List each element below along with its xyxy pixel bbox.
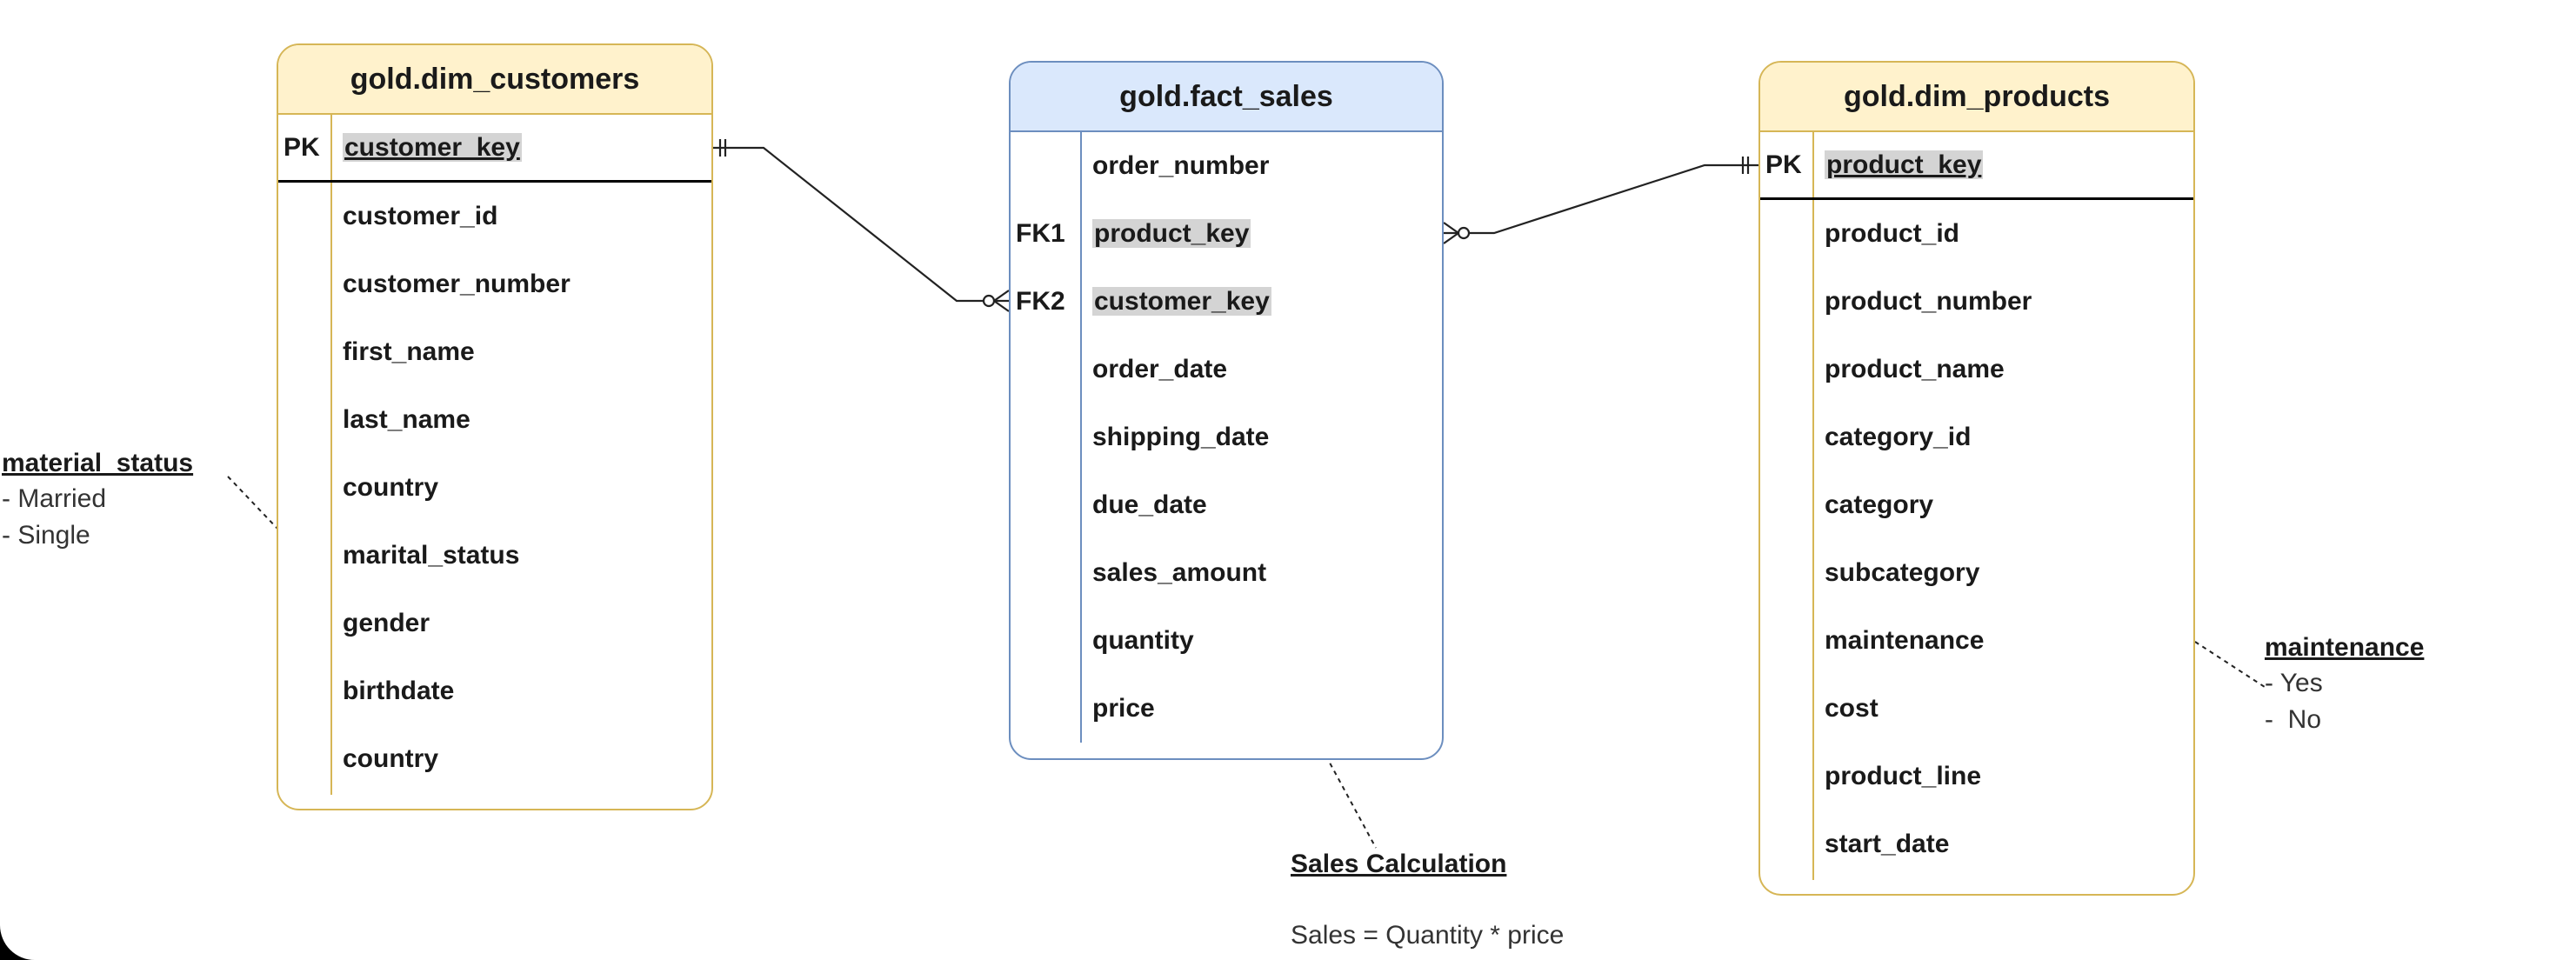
table-row[interactable]: product_id bbox=[1760, 200, 2193, 268]
table-row[interactable]: product_name bbox=[1760, 336, 2193, 403]
table-row[interactable]: shipping_date bbox=[1011, 403, 1442, 471]
field-name: maintenance bbox=[1825, 626, 1985, 655]
field-name: gender bbox=[343, 609, 430, 637]
field-customer-key: customer_key bbox=[1092, 287, 1271, 316]
field-name: price bbox=[1092, 694, 1155, 723]
field-name: quantity bbox=[1092, 626, 1194, 655]
table-row[interactable]: start_date bbox=[1760, 810, 2193, 878]
field-customer-key: customer_key bbox=[343, 132, 522, 162]
field-name: country bbox=[343, 744, 439, 773]
note-maintenance-line: - Yes bbox=[2265, 669, 2323, 697]
field-name: last_name bbox=[343, 405, 470, 434]
note-sales-calculation-title: Sales Calculation bbox=[1291, 850, 1507, 878]
note-maintenance-line: - No bbox=[2265, 705, 2322, 734]
table-row[interactable]: sales_amount bbox=[1011, 539, 1442, 607]
pk-label: PK bbox=[1765, 150, 1802, 179]
field-name: customer_id bbox=[343, 202, 498, 230]
table-row[interactable]: FK2 customer_key bbox=[1011, 268, 1442, 336]
key-label: FK2 bbox=[1016, 287, 1065, 316]
table-row-pk[interactable]: PK product_key bbox=[1760, 132, 2193, 200]
field-name: product_line bbox=[1825, 762, 1982, 790]
field-name: first_name bbox=[343, 337, 475, 366]
note-connector-maintenance bbox=[2194, 641, 2266, 688]
table-row[interactable]: marital_status bbox=[278, 522, 711, 590]
note-material-status-title: material_status bbox=[2, 449, 194, 477]
table-fact-sales[interactable]: gold.fact_sales order_number FK1 product_… bbox=[1009, 61, 1444, 760]
field-name: category_id bbox=[1825, 423, 1972, 451]
table-dim-products[interactable]: gold.dim_products PK product_key product… bbox=[1758, 61, 2195, 896]
note-material-status-line: - Married bbox=[2, 484, 107, 513]
field-name: order_date bbox=[1092, 355, 1228, 383]
table-row[interactable]: country bbox=[278, 725, 711, 793]
connector-sales-products bbox=[1443, 157, 1758, 244]
table-row[interactable]: order_date bbox=[1011, 336, 1442, 403]
table-row[interactable]: gender bbox=[278, 590, 711, 657]
field-product-key: product_key bbox=[1825, 150, 1984, 179]
key-label: FK1 bbox=[1016, 219, 1065, 248]
field-name: due_date bbox=[1092, 490, 1207, 519]
table-row[interactable]: customer_id bbox=[278, 183, 711, 250]
connector-customers-sales bbox=[713, 139, 1010, 312]
table-row[interactable]: subcategory bbox=[1760, 539, 2193, 607]
field-name: birthdate bbox=[343, 677, 455, 705]
table-row[interactable]: quantity bbox=[1011, 607, 1442, 675]
table-row[interactable]: product_number bbox=[1760, 268, 2193, 336]
table-row[interactable]: category bbox=[1760, 471, 2193, 539]
table-row[interactable]: category_id bbox=[1760, 403, 2193, 471]
field-name: cost bbox=[1825, 694, 1879, 723]
field-name: country bbox=[343, 473, 439, 502]
note-material-status-line: - Single bbox=[2, 521, 90, 550]
table-row[interactable]: birthdate bbox=[278, 657, 711, 725]
field-name: start_date bbox=[1825, 830, 1950, 858]
table-row[interactable]: last_name bbox=[278, 386, 711, 454]
field-name: shipping_date bbox=[1092, 423, 1270, 451]
field-product-key: product_key bbox=[1092, 219, 1251, 248]
table-title: gold.dim_products bbox=[1760, 63, 2193, 132]
field-name: marital_status bbox=[343, 541, 520, 570]
field-name: subcategory bbox=[1825, 558, 1980, 587]
table-row[interactable]: maintenance bbox=[1760, 607, 2193, 675]
table-row[interactable]: customer_number bbox=[278, 250, 711, 318]
table-row[interactable]: cost bbox=[1760, 675, 2193, 743]
field-name: product_number bbox=[1825, 287, 2032, 316]
table-row[interactable]: order_number bbox=[1011, 132, 1442, 200]
table-row[interactable]: price bbox=[1011, 675, 1442, 743]
table-row[interactable]: product_line bbox=[1760, 743, 2193, 810]
table-row[interactable]: FK1 product_key bbox=[1011, 200, 1442, 268]
table-row[interactable]: first_name bbox=[278, 318, 711, 386]
field-name: order_number bbox=[1092, 151, 1270, 180]
note-sales-calculation-line: Sales = Quantity * price bbox=[1291, 921, 1565, 950]
table-row[interactable]: country bbox=[278, 454, 711, 522]
field-name: customer_number bbox=[343, 270, 571, 298]
pk-label: PK bbox=[284, 132, 320, 162]
field-name: product_name bbox=[1825, 355, 2005, 383]
table-row-pk[interactable]: PK customer_key bbox=[278, 115, 711, 183]
table-title: gold.fact_sales bbox=[1011, 63, 1442, 132]
field-name: category bbox=[1825, 490, 1934, 519]
field-name: product_id bbox=[1825, 219, 1959, 248]
table-row[interactable]: due_date bbox=[1011, 471, 1442, 539]
note-maintenance-title: maintenance bbox=[2265, 633, 2425, 662]
table-title: gold.dim_customers bbox=[278, 45, 711, 115]
field-name: sales_amount bbox=[1092, 558, 1267, 587]
table-dim-customers[interactable]: gold.dim_customers PK customer_key custo… bbox=[277, 43, 713, 810]
